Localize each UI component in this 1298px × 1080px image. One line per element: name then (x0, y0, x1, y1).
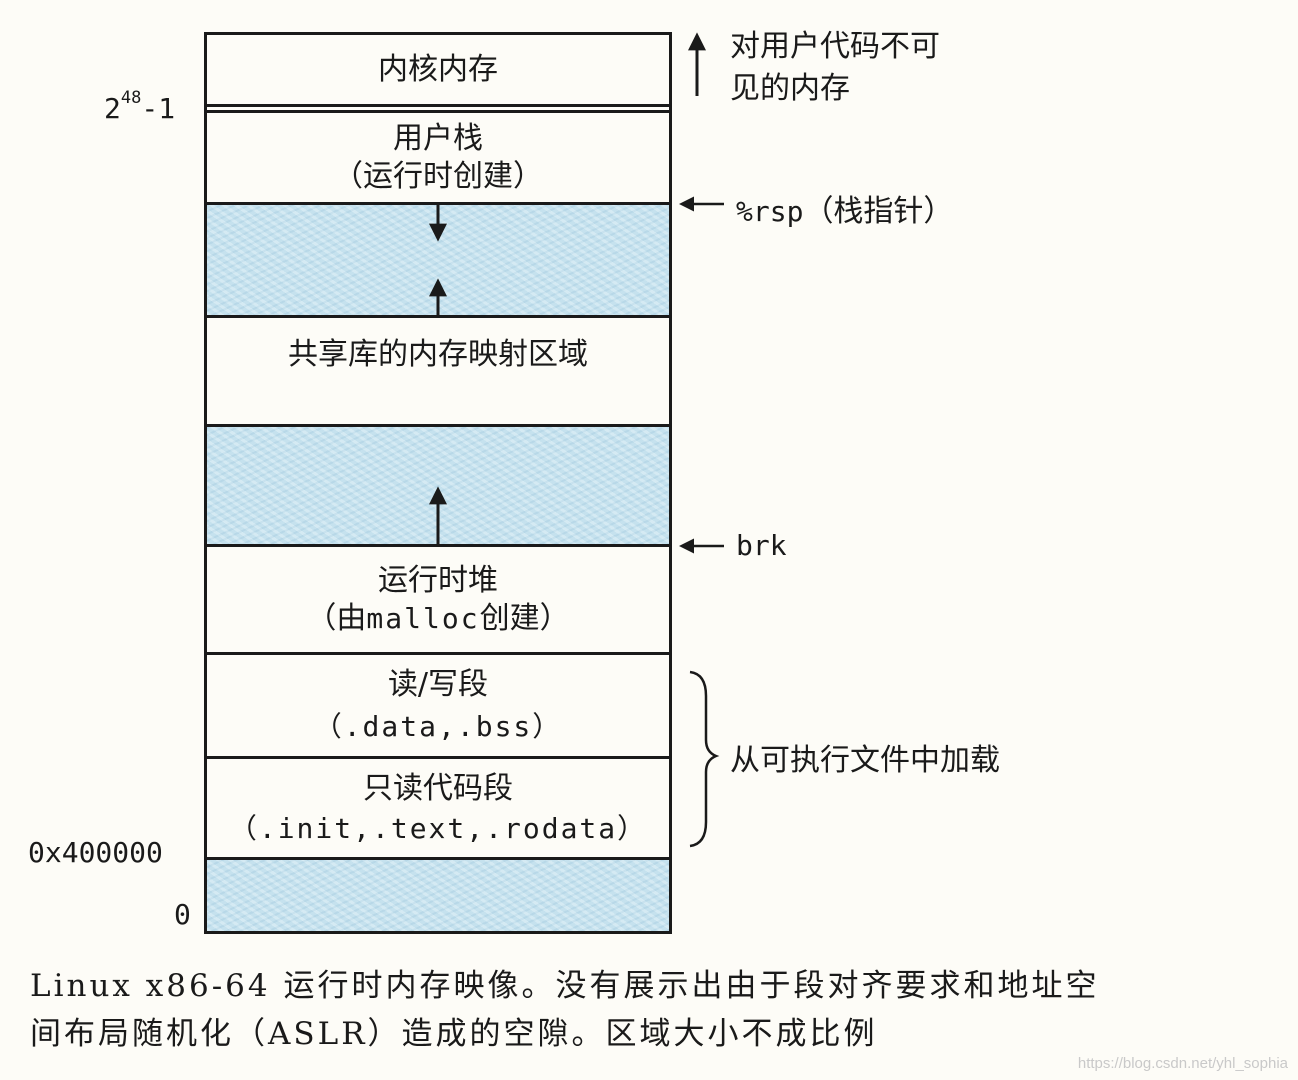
rw-sections: （.data,.bss） (313, 709, 563, 743)
zero-address-label: 0 (174, 898, 191, 931)
kernel-memory-label: 内核内存 (378, 52, 498, 87)
rw-title: 读/写段 (387, 666, 489, 702)
loaded-segments-brace (689, 670, 720, 848)
shared-library-label: 共享库的内存映射区域 (288, 337, 588, 372)
runtime-heap-segment: 运行时堆 （由malloc创建） (204, 547, 672, 652)
kernel-boundary-top (204, 104, 672, 107)
shared-lib-top-line (204, 315, 672, 318)
unmapped-low-region (204, 860, 672, 931)
stack-top-line (204, 202, 672, 205)
user-stack-subtitle: （运行时创建） (333, 159, 543, 194)
loaded-from-executable-label: 从可执行文件中加载 (730, 743, 1000, 778)
watermark-text: https://blog.csdn.net/yhl_sophia (1077, 1055, 1288, 1072)
ro-top-line (204, 756, 672, 759)
rsp-pointer-label: %rsp（栈指针） (736, 194, 954, 229)
heap-subtitle: （由malloc创建） (306, 600, 570, 636)
shared-library-segment: 共享库的内存映射区域 (204, 318, 672, 424)
bottom-gap-top-line (204, 857, 672, 860)
kernel-memory-segment: 内核内存 (204, 34, 672, 106)
rw-top-line (204, 652, 672, 655)
text-start-address-label: 0x400000 (28, 836, 163, 869)
heap-top-line (204, 544, 672, 547)
caption-line-2: 间布局随机化（ASLR）造成的空隙。区域大小不成比例 (30, 1016, 878, 1052)
top-user-address-label: 248-1 (104, 88, 176, 125)
brk-pointer-label: brk (736, 529, 787, 562)
kernel-boundary-bottom (204, 110, 672, 113)
user-stack-title: 用户栈 (393, 121, 483, 156)
read-only-code-segment: 只读代码段 （.init,.text,.rodata） (204, 759, 672, 858)
shared-lib-bottom-line (204, 424, 672, 427)
user-stack-segment: 用户栈 （运行时创建） (204, 113, 672, 203)
caption-line-1: Linux x86-64 运行时内存映像。没有展示出由于段对齐要求和地址空 (30, 968, 1100, 1004)
read-write-segment: 读/写段 （.data,.bss） (204, 655, 672, 756)
figure-caption: Linux x86-64 运行时内存映像。没有展示出由于段对齐要求和地址空 间布… (30, 962, 1230, 1058)
ro-title: 只读代码段 (363, 770, 513, 806)
heap-title: 运行时堆 (378, 562, 498, 598)
invisible-memory-note: 对用户代码不可 见的内存 (730, 29, 940, 106)
ro-sections: （.init,.text,.rodata） (228, 811, 648, 845)
